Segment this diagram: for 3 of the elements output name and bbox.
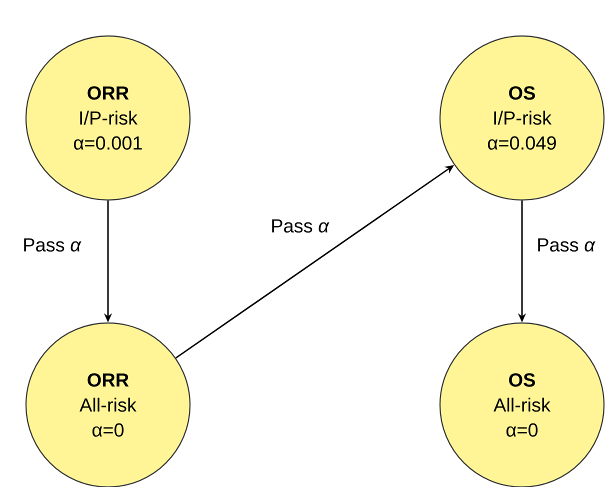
edge-label: Pass α (20, 236, 84, 254)
edge-label: Pass α (534, 236, 598, 254)
edge-label: Pass α (268, 217, 332, 235)
